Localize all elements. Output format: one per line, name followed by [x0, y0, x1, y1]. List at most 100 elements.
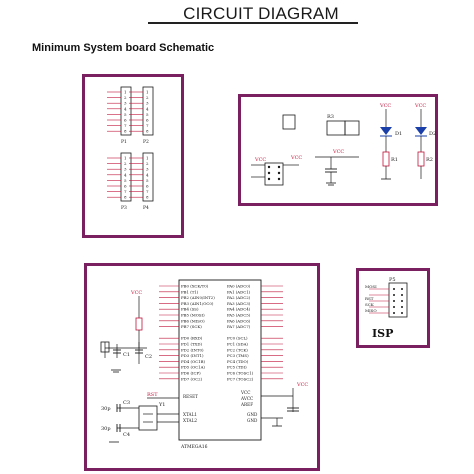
c4-ref: C4 [123, 432, 130, 438]
r1-ref: R1 [391, 157, 398, 163]
c3-value: 30p [101, 406, 111, 412]
mcu-left-pin-label: PD7 (OC2) [181, 376, 203, 381]
pin-number: 5 [146, 112, 149, 117]
c1-ref: C1 [123, 352, 130, 358]
mcu-right-pin-label: PC2 (TCK) [227, 347, 248, 352]
mcu-vcc-label-2: VCC [296, 382, 308, 388]
mcu-right-pin-label: PC3 (TMS) [227, 353, 249, 358]
title-underline [148, 22, 358, 24]
mcu-right-pin-label: PA5 (ADC5) [227, 313, 251, 318]
resistor-r2 [417, 151, 425, 167]
mcu-left-pins: PB0 (XCK/T0)PB1 (T1)PB2 (AIN0/INT2)PB3 (… [159, 284, 215, 381]
isp-label: ISP [372, 327, 394, 340]
mcu-right-pin-label: PC0 (SCL) [227, 336, 248, 341]
power-header [264, 162, 284, 186]
c2-ref: C2 [145, 354, 152, 360]
isp-pin-label: SCK [365, 302, 375, 307]
vcc-label-4: VCC [379, 103, 391, 109]
isp-header-ref: P5 [389, 277, 396, 283]
mcu-right-pin-label: PA6 (ADC6) [227, 318, 251, 323]
pin-number: 2 [124, 95, 127, 100]
gnd-pin-2: GND [247, 418, 258, 423]
isp-pin-dot [401, 306, 403, 308]
avcc-pin: AVCC [240, 396, 253, 401]
crystal-y1-icon [138, 405, 158, 431]
resistor-ref: R3 [327, 114, 334, 120]
mcu-right-pin-label: PA1 (ADC1) [227, 289, 251, 294]
mcu-left-pin-label: PB7 (SCK) [181, 324, 202, 329]
isp-pin-dot [401, 312, 403, 314]
pin-header-ref: P2 [143, 139, 149, 145]
vcc-label: VCC [254, 157, 266, 163]
vcc-pin: VCC [240, 390, 250, 395]
pin-number: 4 [124, 172, 127, 177]
mcu-right-pin-label: PC5 (TDI) [227, 365, 247, 370]
isp-pin-dot [393, 288, 395, 290]
mcu-right-pin-label: PC6 (TOSC1) [227, 371, 254, 376]
isp-pin-dot [393, 306, 395, 308]
aref-pin: AREF [240, 402, 253, 407]
isp-pin-dot [401, 288, 403, 290]
mcu-right-pins: PA0 (ADC0)PA1 (ADC1)PA2 (ADC2)PA3 (ADC3)… [227, 284, 283, 381]
mcu-right-pin-label: PA4 (ADC4) [227, 307, 251, 312]
y1-ref: Y1 [158, 402, 165, 408]
mcu-left-pin-label: PB1 (T1) [181, 289, 199, 294]
pin-number: 7 [146, 123, 149, 128]
pin-number: 2 [146, 95, 149, 100]
regulator-pins [344, 120, 360, 136]
page-title: CIRCUIT DIAGRAM [183, 4, 339, 23]
pin-number: 8 [146, 195, 149, 200]
c4-value: 30p [101, 426, 111, 432]
regulator-block [326, 120, 346, 136]
pin-number: 3 [124, 167, 127, 172]
isp-pin-label: RST [365, 296, 374, 301]
isp-pin-dot [401, 294, 403, 296]
pin-number: 4 [146, 106, 149, 111]
isp-pin-label: MOSI [365, 284, 377, 289]
pin-number: 5 [124, 178, 127, 183]
pin-number: 8 [124, 129, 127, 134]
mcu-right-pin-label: PA2 (ADC2) [227, 295, 251, 300]
pin-number: 5 [124, 112, 127, 117]
pin-header-p1 [120, 86, 132, 136]
mcu-right-pin-label: PC4 (TDO) [227, 359, 249, 364]
pin-number: 2 [124, 161, 127, 166]
pin-number: 6 [146, 118, 149, 123]
resistor-r1 [382, 151, 390, 167]
pin-number: 4 [146, 172, 149, 177]
gnd-pin: GND [247, 412, 258, 417]
mcu-body [178, 279, 262, 441]
d2-ref: D2 [429, 131, 436, 137]
vcc-label-5: VCC [414, 103, 426, 109]
isp-pin-dot [393, 294, 395, 296]
reset-button-icon [100, 341, 110, 353]
isp-pin-dot [401, 300, 403, 302]
mcu-panel: PB0 (XCK/T0)PB1 (T1)PB2 (AIN0/INT2)PB3 (… [84, 263, 320, 471]
pin-header-ref: P1 [121, 139, 127, 145]
pin-number: 4 [124, 106, 127, 111]
page-subtitle: Minimum System board Schematic [32, 42, 215, 54]
pin-header-p2 [142, 86, 154, 136]
reset-resistor [135, 317, 143, 331]
mcu-schematic: PB0 (XCK/T0)PB1 (T1)PB2 (AIN0/INT2)PB3 (… [100, 279, 308, 450]
mcu-left-pin-label: PB4 (SS) [181, 307, 199, 312]
pin-number: 1 [124, 90, 127, 95]
r2-ref: R2 [426, 157, 433, 163]
pin-header-p4 [142, 152, 154, 202]
mcu-left-pin-label: PD4 (OC1B) [181, 359, 205, 364]
pin-number: 8 [124, 195, 127, 200]
pin-number: 7 [124, 189, 127, 194]
mcu-left-pin-label: PB2 (AIN0/INT2) [181, 295, 215, 300]
pin-number: 1 [146, 90, 149, 95]
pin-number: 7 [124, 123, 127, 128]
mcu-left-pin-label: PD1 (TXD) [181, 342, 202, 347]
pin-number: 2 [146, 161, 149, 166]
mcu-left-pin-label: PB6 (MISO) [181, 318, 205, 323]
d1-ref: D1 [395, 131, 402, 137]
